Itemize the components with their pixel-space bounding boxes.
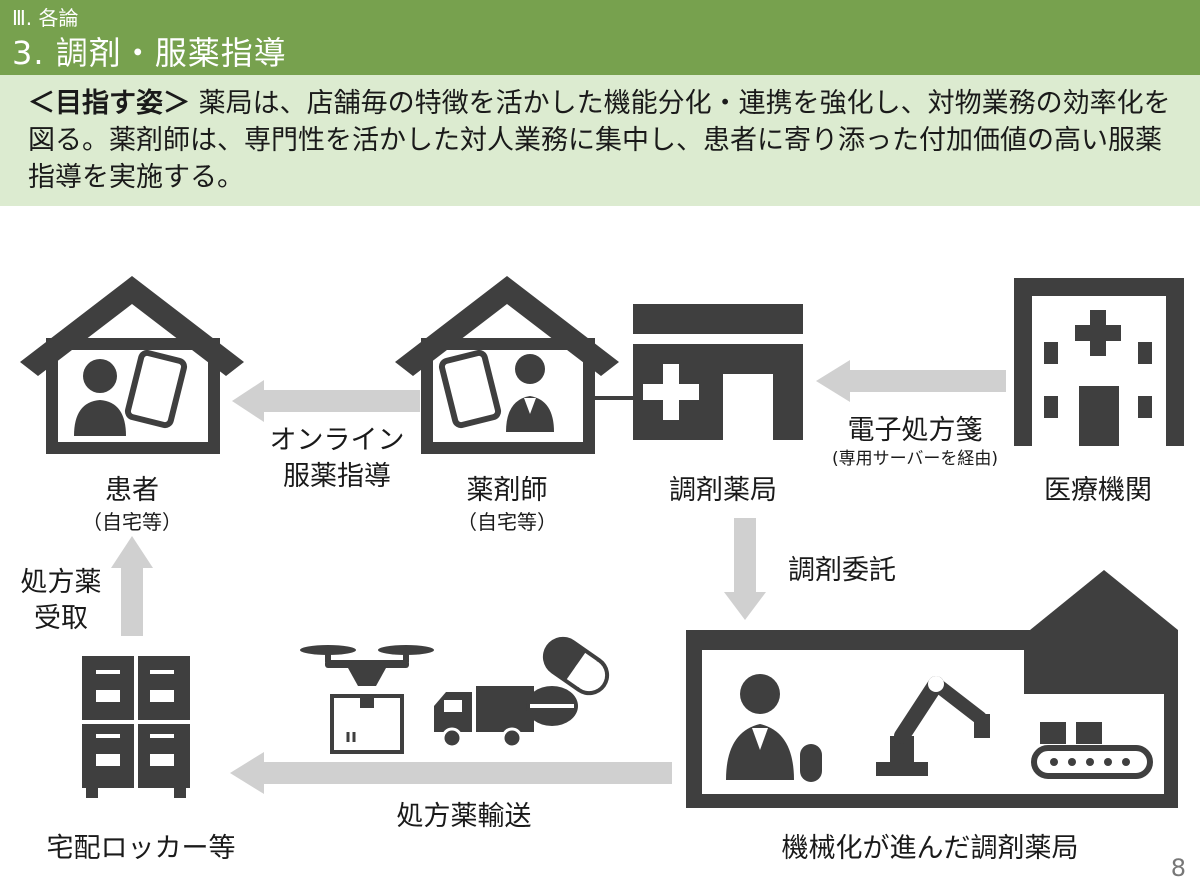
eprescription-sub-label: (専用サーバーを経由) <box>831 449 999 469</box>
arrow-up-icon <box>111 536 153 568</box>
connector-line <box>585 396 637 400</box>
capsule-icon <box>542 636 610 696</box>
cross-icon <box>1075 310 1121 356</box>
arrow-transport <box>230 752 672 794</box>
arrow-down-icon <box>724 592 766 620</box>
patient-label: 患者 <box>105 475 159 506</box>
pharmacist-person-icon <box>506 354 554 432</box>
pickup-label-line2: 受取 <box>34 603 88 634</box>
truck-icon <box>434 686 534 749</box>
goal-body: 薬局は、店舗毎の特徴を活かした機能分化・連携を強化し、対物業務の効率化を図る。薬… <box>28 88 1171 193</box>
arrow-left-icon <box>816 360 850 402</box>
pharmacist-sub-label: （自宅等） <box>457 510 557 534</box>
slide-header: Ⅲ. 各論 3. 調剤・服薬指導 <box>0 0 1200 75</box>
pharmacist-label: 薬剤師 <box>466 475 548 506</box>
transport-label: 処方薬輸送 <box>396 801 532 832</box>
pickup-label-line1: 処方薬 <box>20 567 102 598</box>
arrow-outsourcing <box>724 518 766 620</box>
page-number: 8 <box>1170 854 1186 882</box>
goal-lead: ＜目指す姿＞ <box>28 88 190 119</box>
tablet-icon <box>124 349 188 429</box>
arrow-left-icon <box>232 380 264 422</box>
pharmacist-with-pill-icon <box>726 674 822 782</box>
tablet-icon <box>438 349 502 429</box>
hospital-icon <box>1014 278 1184 446</box>
online-label-line2: 服薬指導 <box>283 461 391 492</box>
automated-pharmacy-icon <box>686 570 1178 808</box>
hospital-label: 医療機関 <box>1044 475 1152 506</box>
robot-arm-icon <box>876 676 990 776</box>
goal-text: ＜目指す姿＞ 薬局は、店舗毎の特徴を活かした機能分化・連携を強化し、対物業務の効… <box>28 85 1183 196</box>
goal-box: ＜目指す姿＞ 薬局は、店舗毎の特徴を活かした機能分化・連携を強化し、対物業務の効… <box>0 75 1200 206</box>
conveyor-icon <box>1031 722 1153 779</box>
automated-pharmacy-label: 機械化が進んだ調剤薬局 <box>781 833 1079 864</box>
page-title: 3. 調剤・服薬指導 <box>12 34 287 72</box>
arrow-eprescription <box>816 360 1006 402</box>
section-label: Ⅲ. 各論 <box>12 6 79 30</box>
patient-sub-label: （自宅等） <box>82 510 182 534</box>
patient-person-icon <box>74 359 126 436</box>
diagram-graphics <box>20 276 1184 808</box>
arrow-left-icon <box>230 752 264 794</box>
flow-diagram: 患者 （自宅等） オンライン 服薬指導 薬剤師 （自宅等） 調剤薬局 電子処方箋… <box>0 206 1200 890</box>
cross-icon <box>643 364 699 420</box>
locker-icon <box>82 656 190 798</box>
locker-label: 宅配ロッカー等 <box>46 833 236 864</box>
patient-house-icon <box>20 276 244 454</box>
drone-icon <box>300 645 434 754</box>
eprescription-label: 電子処方箋 <box>847 415 983 446</box>
online-label-line1: オンライン <box>269 425 405 456</box>
pill-icon <box>526 686 578 726</box>
pharmacy-building-icon <box>633 304 803 440</box>
outsourcing-label: 調剤委託 <box>788 555 896 586</box>
pharmacy-label: 調剤薬局 <box>669 475 777 506</box>
arrow-online <box>232 380 420 422</box>
arrow-pickup <box>111 536 153 636</box>
